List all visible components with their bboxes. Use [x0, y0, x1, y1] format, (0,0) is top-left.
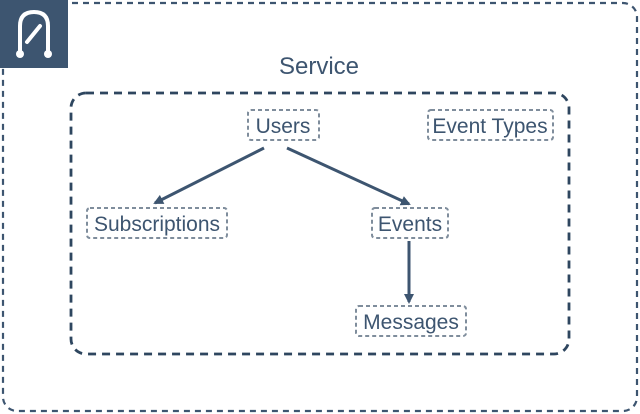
entity-event-types: Event Types: [427, 109, 554, 141]
entity-subscriptions: Subscriptions: [86, 207, 228, 239]
entity-users: Users: [247, 109, 320, 141]
entity-events: Events: [371, 207, 449, 239]
entity-messages-label: Messages: [363, 311, 459, 334]
entity-users-label: Users: [256, 115, 311, 138]
entity-messages: Messages: [355, 305, 467, 337]
arrow-users-to-events: [286, 146, 411, 206]
entity-event-types-label: Event Types: [432, 115, 547, 138]
service-title: Service: [279, 53, 359, 80]
svix-logo-icon: [0, 0, 68, 68]
database-boundary: [69, 91, 571, 356]
entity-subscriptions-label: Subscriptions: [94, 213, 220, 236]
entity-events-label: Events: [378, 213, 442, 236]
arrow-users-to-subscriptions: [153, 146, 265, 205]
